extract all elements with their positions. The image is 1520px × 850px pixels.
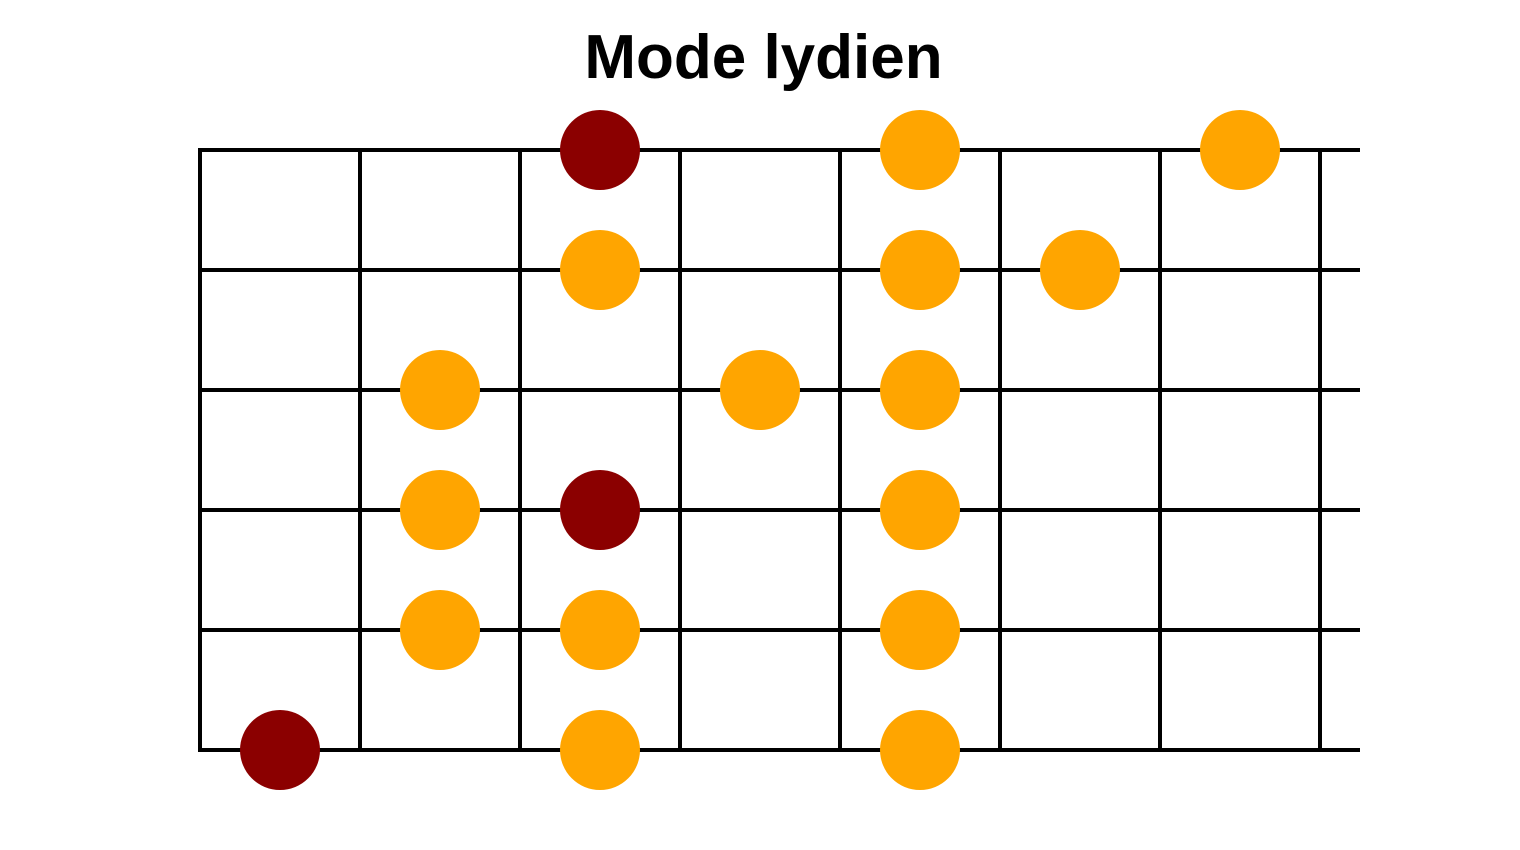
scale-note-dot xyxy=(560,590,640,670)
scale-note-dot xyxy=(400,470,480,550)
root-note-dot xyxy=(560,470,640,550)
scale-note-dot xyxy=(880,110,960,190)
page-title: Mode lydien xyxy=(584,23,943,92)
root-note-dot xyxy=(240,710,320,790)
scale-note-dot xyxy=(880,230,960,310)
note-markers xyxy=(240,110,1280,790)
scale-note-dot xyxy=(880,470,960,550)
root-note-dot xyxy=(560,110,640,190)
fretboard-grid xyxy=(198,148,1360,752)
scale-note-dot xyxy=(1040,230,1120,310)
scale-note-dot xyxy=(880,710,960,790)
scale-note-dot xyxy=(560,710,640,790)
scale-note-dot xyxy=(720,350,800,430)
scale-note-dot xyxy=(560,230,640,310)
scale-note-dot xyxy=(400,350,480,430)
scale-note-dot xyxy=(880,350,960,430)
scale-note-dot xyxy=(400,590,480,670)
scale-note-dot xyxy=(880,590,960,670)
scale-note-dot xyxy=(1200,110,1280,190)
